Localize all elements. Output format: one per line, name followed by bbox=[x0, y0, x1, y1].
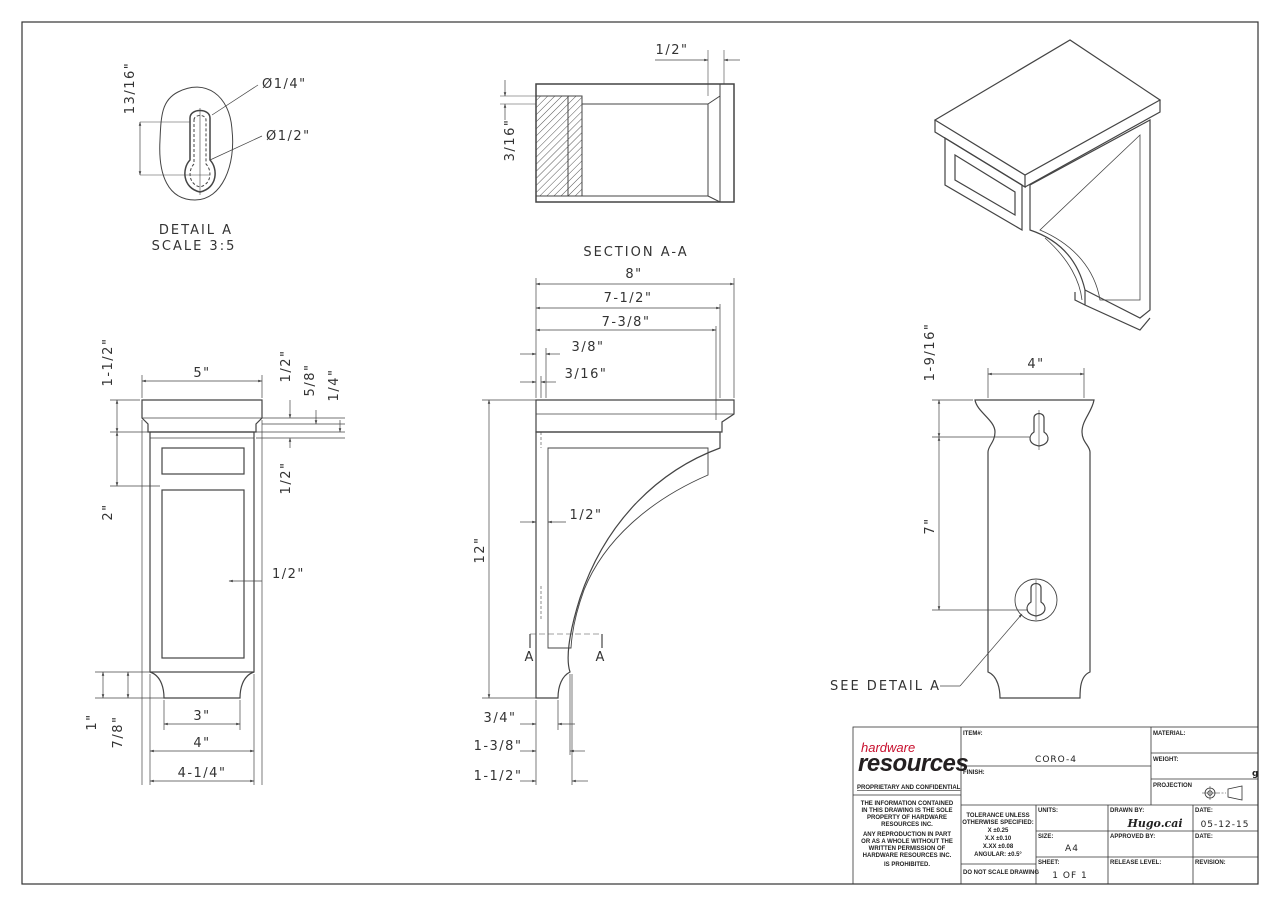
front-view-dimensions bbox=[95, 375, 345, 785]
svg-text:RESOURCES INC.: RESOURCES INC. bbox=[881, 822, 933, 828]
svg-text:X.XX ±0.08: X.XX ±0.08 bbox=[983, 844, 1014, 850]
front-dim-h-r4: 1/2" bbox=[279, 462, 294, 495]
size-label: SIZE: bbox=[1038, 834, 1053, 840]
svg-text:OTHERWISE SPECIFIED:: OTHERWISE SPECIFIED: bbox=[962, 820, 1034, 826]
front-dim-h-r2: 5/8" bbox=[303, 364, 318, 397]
detail-a-dim-dia-small: Ø1/4" bbox=[262, 77, 307, 92]
front-view bbox=[141, 399, 263, 699]
front-dim-width-top: 5" bbox=[193, 366, 210, 381]
side-dim-height: 12" bbox=[473, 536, 488, 563]
svg-text:ANY REPRODUCTION IN PART: ANY REPRODUCTION IN PART bbox=[863, 832, 951, 838]
weight-unit: g bbox=[1252, 769, 1259, 779]
item-value: CORO-4 bbox=[1035, 755, 1077, 765]
drawn-by-label: DRAWN BY: bbox=[1110, 808, 1144, 814]
side-section-marker-right: A bbox=[596, 650, 607, 665]
svg-text:OR AS A WHOLE WITHOUT THE: OR AS A WHOLE WITHOUT THE bbox=[861, 839, 953, 845]
front-dim-width-mid: 4" bbox=[193, 736, 210, 751]
proprietary-text: THE INFORMATION CONTAINED IN THIS DRAWIN… bbox=[861, 801, 954, 868]
drawn-by-value: Hugo.cai bbox=[1126, 817, 1182, 830]
svg-text:HARDWARE RESOURCES INC.: HARDWARE RESOURCES INC. bbox=[863, 853, 952, 859]
front-dim-panel-inset: 1/2" bbox=[272, 567, 305, 582]
revision-label: REVISION: bbox=[1195, 860, 1226, 866]
release-label: RELEASE LEVEL: bbox=[1110, 860, 1161, 866]
side-section-marker-left: A bbox=[525, 650, 536, 665]
side-view-dimensions bbox=[482, 278, 735, 785]
proprietary-heading: PROPRIETARY AND CONFIDENTIAL bbox=[857, 785, 961, 791]
sheet-label: SHEET: bbox=[1038, 860, 1059, 866]
back-dim-top: 1-9/16" bbox=[923, 323, 938, 382]
units-label: UNITS: bbox=[1038, 808, 1058, 814]
weight-label: WEIGHT: bbox=[1153, 757, 1178, 763]
svg-text:WRITTEN PERMISSION OF: WRITTEN PERMISSION OF bbox=[869, 846, 946, 852]
svg-text:X ±0.25: X ±0.25 bbox=[988, 828, 1009, 834]
detail-a-view bbox=[138, 84, 263, 201]
do-not-scale: DO NOT SCALE DRAWING bbox=[963, 870, 1039, 876]
back-view-dimensions bbox=[932, 368, 1085, 687]
svg-text:IN THIS DRAWING IS THE SOLE: IN THIS DRAWING IS THE SOLE bbox=[861, 808, 952, 814]
svg-text:TOLERANCE UNLESS: TOLERANCE UNLESS bbox=[966, 813, 1029, 819]
see-detail-callout: SEE DETAIL A bbox=[830, 679, 941, 694]
side-dim-d4: 3/8" bbox=[572, 340, 605, 355]
isometric-view bbox=[933, 39, 1162, 331]
side-dim-foot1: 3/4" bbox=[484, 711, 517, 726]
front-dim-width-base: 3" bbox=[193, 709, 210, 724]
finish-label: FINISH: bbox=[963, 770, 985, 776]
detail-a-dim-height: 13/16" bbox=[123, 62, 138, 114]
section-aa-view bbox=[500, 50, 740, 203]
side-dim-d3: 7-3/8" bbox=[602, 315, 651, 330]
svg-text:ANGULAR: ±0.5°: ANGULAR: ±0.5° bbox=[974, 852, 1022, 858]
date-label: DATE: bbox=[1195, 808, 1213, 814]
material-label: MATERIAL: bbox=[1153, 731, 1186, 737]
date-value: 05-12-15 bbox=[1201, 820, 1250, 830]
tolerance-notes: TOLERANCE UNLESS OTHERWISE SPECIFIED: X … bbox=[962, 813, 1034, 858]
front-dim-h-foot2: 7/8" bbox=[111, 716, 126, 749]
side-view bbox=[529, 399, 735, 699]
front-dim-h-band: 2" bbox=[101, 503, 116, 520]
title-block-grid bbox=[852, 726, 1259, 885]
svg-text:IS PROHIBITED.: IS PROHIBITED. bbox=[884, 862, 930, 868]
svg-text:THE INFORMATION CONTAINED: THE INFORMATION CONTAINED bbox=[861, 801, 954, 807]
sheet-border bbox=[21, 21, 1259, 885]
back-view bbox=[974, 399, 1095, 699]
detail-a-title: DETAIL A bbox=[159, 223, 233, 238]
front-dim-h-r1: 1/2" bbox=[279, 350, 294, 383]
logo-resources: resources bbox=[858, 750, 968, 777]
section-aa-dim-left: 3/16" bbox=[503, 119, 518, 162]
section-aa-dim-top: 1/2" bbox=[656, 43, 689, 58]
front-dim-h-foot1: 1" bbox=[85, 713, 100, 730]
side-dim-d2: 7-1/2" bbox=[604, 291, 653, 306]
svg-text:X.X ±0.10: X.X ±0.10 bbox=[985, 836, 1012, 842]
svg-text:PROPERTY OF HARDWARE: PROPERTY OF HARDWARE bbox=[867, 815, 947, 821]
item-label: ITEM#: bbox=[963, 731, 983, 737]
detail-a-scale: SCALE 3:5 bbox=[152, 239, 237, 254]
date2-label: DATE: bbox=[1195, 834, 1213, 840]
side-dim-web: 1/2" bbox=[570, 508, 603, 523]
side-dim-foot2: 1-3/8" bbox=[474, 739, 523, 754]
front-dim-h-cap: 1-1/2" bbox=[101, 338, 116, 387]
front-dim-h-r3: 1/4" bbox=[327, 369, 342, 402]
section-aa-title: SECTION A-A bbox=[583, 245, 688, 260]
sheet-value: 1 OF 1 bbox=[1052, 871, 1087, 881]
detail-a-dim-dia-large: Ø1/2" bbox=[266, 129, 311, 144]
projection-label: PROJECTION bbox=[1153, 783, 1192, 789]
approved-by-label: APPROVED BY: bbox=[1110, 834, 1155, 840]
side-dim-d1: 8" bbox=[625, 267, 642, 282]
size-value: A4 bbox=[1065, 844, 1079, 854]
side-dim-d5: 3/16" bbox=[565, 367, 608, 382]
front-dim-width-total: 4-1/4" bbox=[178, 766, 227, 781]
side-dim-foot3: 1-1/2" bbox=[474, 769, 523, 784]
logo-hardware: hardware bbox=[861, 740, 915, 755]
projection-symbol-icon bbox=[1202, 785, 1243, 801]
back-dim-width: 4" bbox=[1027, 357, 1044, 372]
back-dim-spacing: 7" bbox=[923, 517, 938, 534]
